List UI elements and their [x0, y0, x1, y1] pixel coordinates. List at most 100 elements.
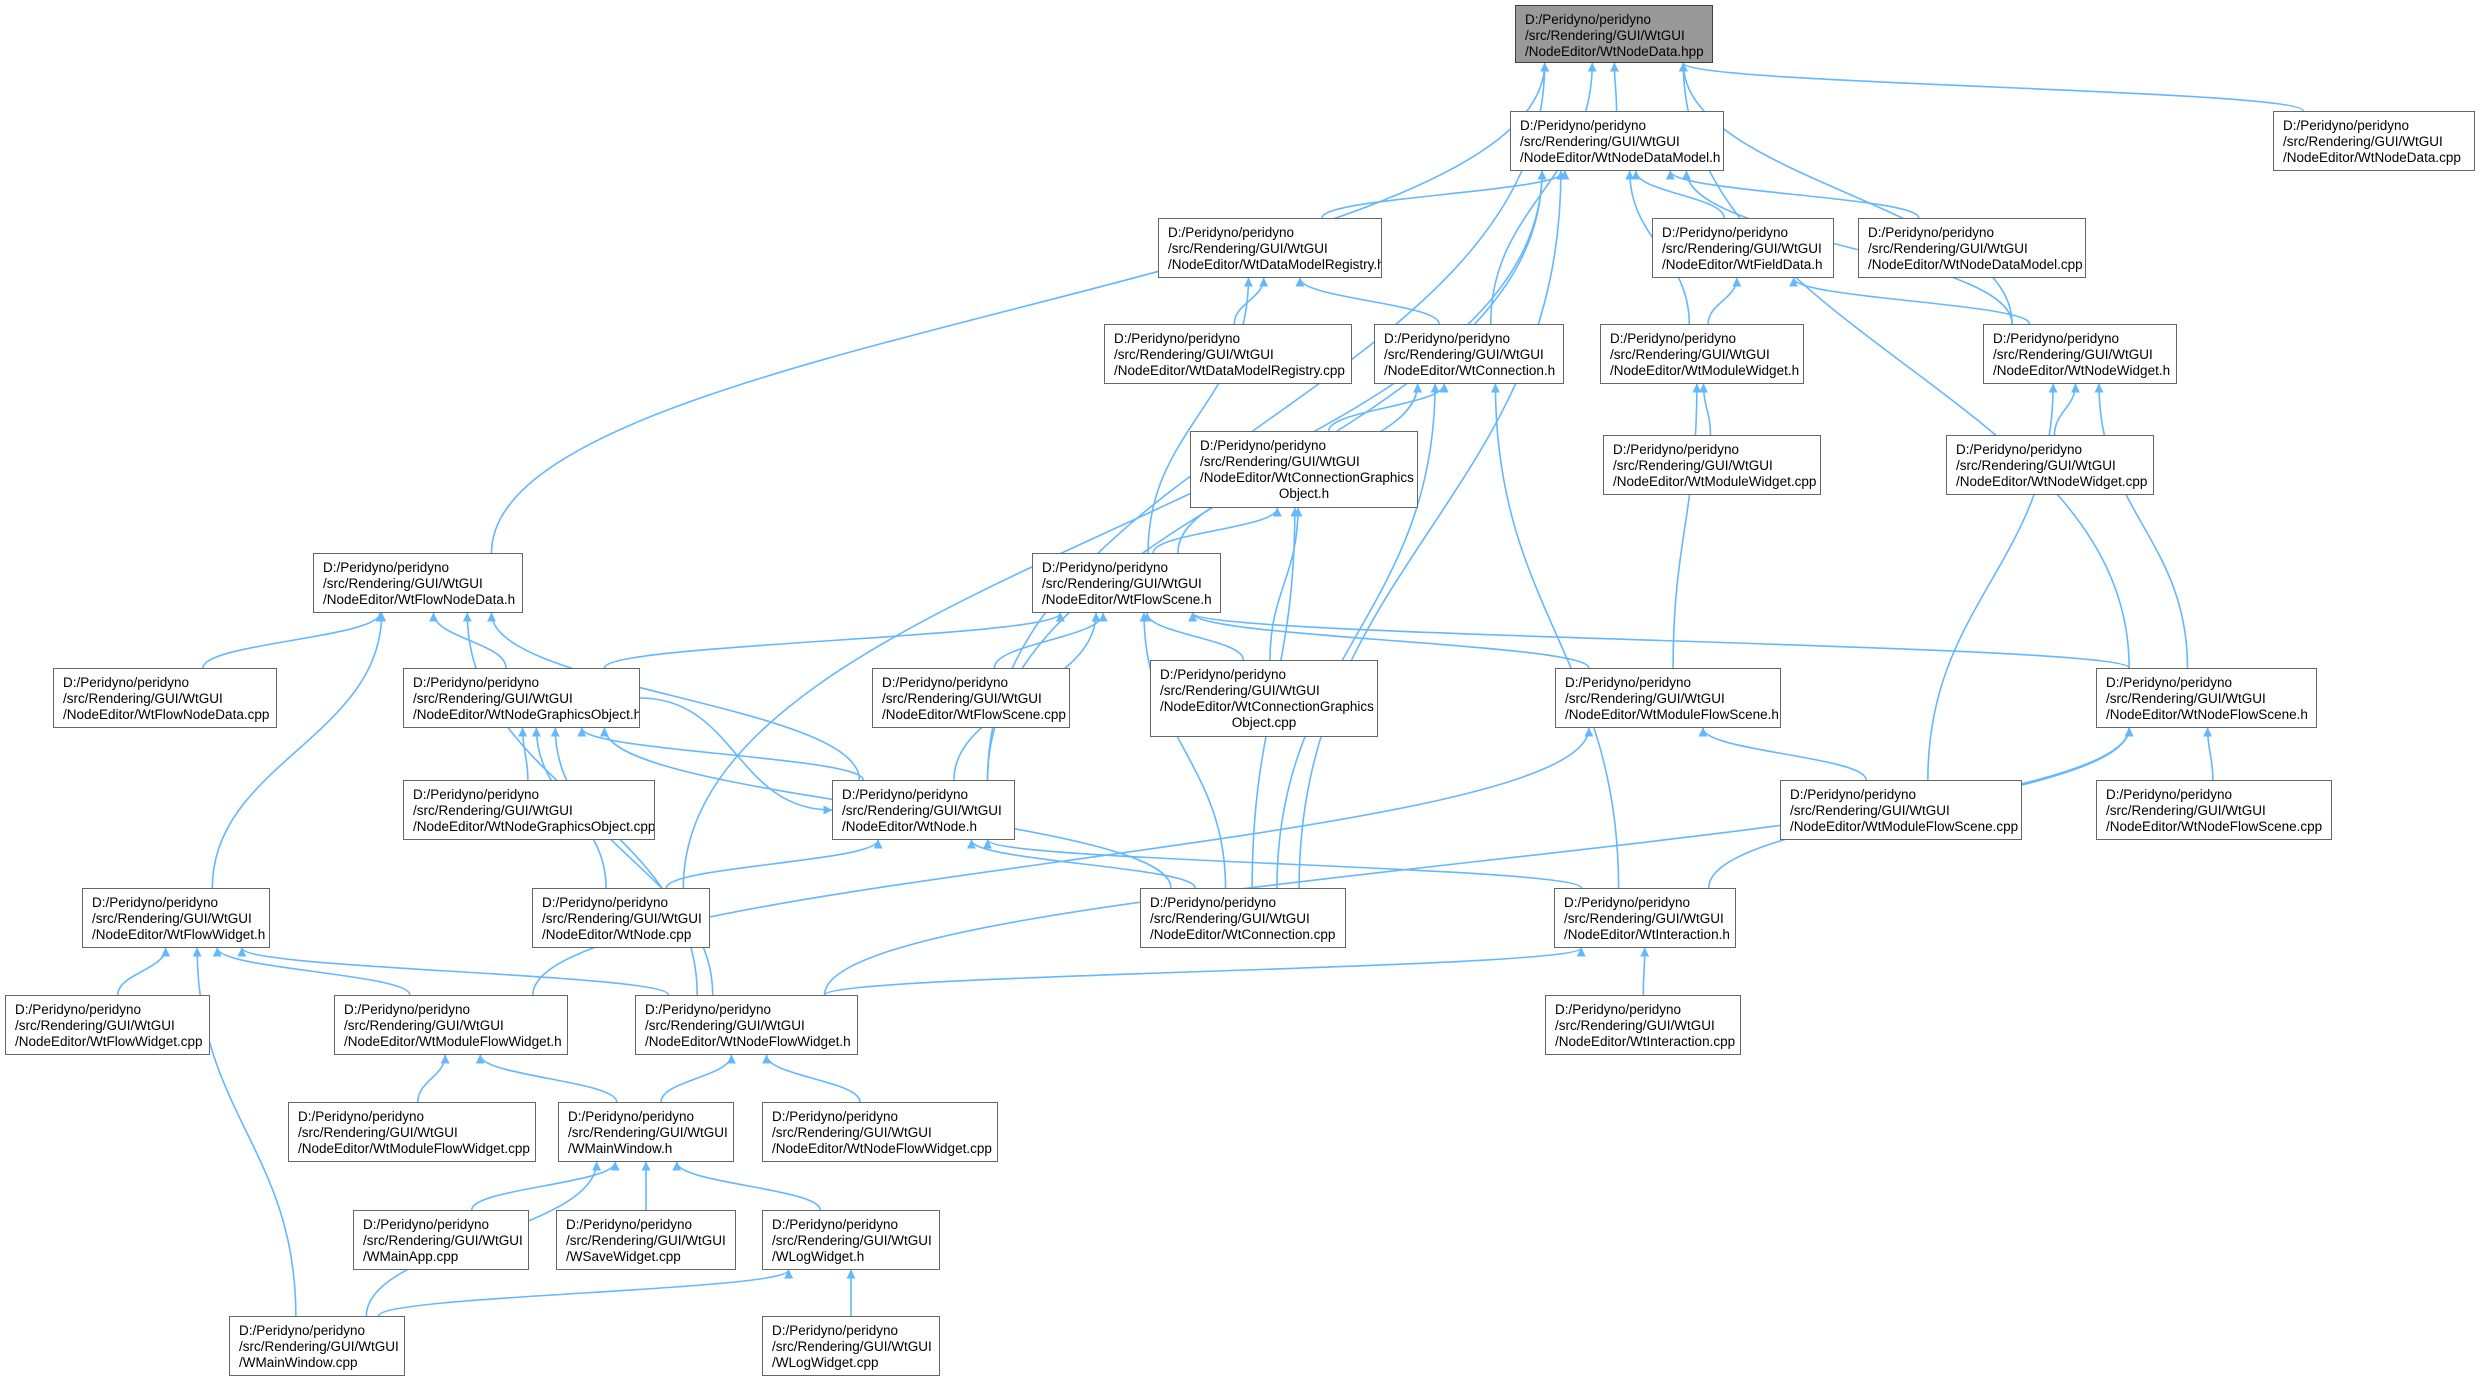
node-label-line: /src/Rendering/GUI/WtGUI [1790, 803, 1950, 818]
node-label-line: /NodeEditor/WtNodeFlowScene.h [2106, 707, 2308, 722]
node-wtmodulewidget-cpp[interactable]: D:/Peridyno/peridyno/src/Rendering/GUI/W… [1603, 435, 1821, 495]
node-label-line: /src/Rendering/GUI/WtGUI [568, 1125, 728, 1140]
edge-interaction_cpp-to-interaction_h [1640, 947, 1650, 996]
edge-modulewidget_h-to-fielddata_h [1707, 277, 1742, 325]
node-wtnodegraphicsobject-cpp[interactable]: D:/Peridyno/peridyno/src/Rendering/GUI/W… [403, 780, 655, 840]
edge-flowscene_cpp-to-flowscene_h [993, 612, 1108, 669]
node-wtnode-h[interactable]: D:/Peridyno/peridyno/src/Rendering/GUI/W… [832, 780, 1015, 840]
node-wlogwidget-h[interactable]: D:/Peridyno/peridyno/src/Rendering/GUI/W… [762, 1210, 940, 1270]
node-wmainapp-cpp[interactable]: D:/Peridyno/peridyno/src/Rendering/GUI/W… [353, 1210, 529, 1270]
edge-node_h-to-ngo_h [577, 727, 864, 781]
node-wtmoduleflowscene-cpp[interactable]: D:/Peridyno/peridyno/src/Rendering/GUI/W… [1780, 780, 2022, 840]
node-label-line: /WMainWindow.cpp [239, 1355, 358, 1370]
node-label-line: /src/Rendering/GUI/WtGUI [1610, 347, 1770, 362]
node-wtnodedata-cpp[interactable]: D:/Peridyno/peridyno/src/Rendering/GUI/W… [2273, 111, 2475, 171]
node-label-line: /NodeEditor/WtModuleWidget.h [1610, 363, 1800, 378]
node-label-line: /src/Rendering/GUI/WtGUI [772, 1233, 932, 1248]
node-wtinteraction-cpp[interactable]: D:/Peridyno/peridyno/src/Rendering/GUI/W… [1545, 995, 1741, 1055]
node-wtnodedata-hpp[interactable]: D:/Peridyno/peridyno/src/Rendering/GUI/W… [1515, 5, 1713, 63]
node-wtnodeflowwidget-h[interactable]: D:/Peridyno/peridyno/src/Rendering/GUI/W… [635, 995, 858, 1055]
node-label-line: /src/Rendering/GUI/WtGUI [1662, 241, 1822, 256]
node-label-line: /NodeEditor/WtNodeData.hpp [1525, 44, 1704, 59]
edge-mainwindow_cpp-to-flowwidget_h [192, 947, 297, 1317]
node-wtmoduleflowwidget-cpp[interactable]: D:/Peridyno/peridyno/src/Rendering/GUI/W… [288, 1102, 536, 1162]
node-label-line: /src/Rendering/GUI/WtGUI [1114, 347, 1274, 362]
node-wtdatamodelregistry-cpp[interactable]: D:/Peridyno/peridyno/src/Rendering/GUI/W… [1104, 324, 1352, 384]
node-label-line: D:/Peridyno/peridyno [566, 1217, 693, 1232]
node-wtnodewidget-h[interactable]: D:/Peridyno/peridyno/src/Rendering/GUI/W… [1983, 324, 2177, 384]
node-label-line: /src/Rendering/GUI/WtGUI [645, 1018, 805, 1033]
node-wlogwidget-cpp[interactable]: D:/Peridyno/peridyno/src/Rendering/GUI/W… [762, 1316, 940, 1376]
edge-flowscene_h-to-registry_h [1147, 277, 1253, 554]
node-wtflowscene-cpp[interactable]: D:/Peridyno/peridyno/src/Rendering/GUI/W… [872, 668, 1070, 728]
node-label-line: /WLogWidget.cpp [772, 1355, 879, 1370]
node-label-line: /NodeEditor/WtConnectionGraphics [1200, 470, 1414, 485]
node-label-line: D:/Peridyno/peridyno [1200, 438, 1327, 453]
node-label-line: D:/Peridyno/peridyno [772, 1323, 899, 1338]
node-label-line: /NodeEditor/WtModuleFlowWidget.h [344, 1034, 562, 1049]
edge-flownodedata_h-to-root [490, 62, 1550, 554]
node-label-line: D:/Peridyno/peridyno [1564, 895, 1691, 910]
node-label-line: D:/Peridyno/peridyno [1160, 667, 1287, 682]
node-label-line: /NodeEditor/WtModuleFlowScene.cpp [1790, 819, 2019, 834]
node-wtflowwidget-cpp[interactable]: D:/Peridyno/peridyno/src/Rendering/GUI/W… [5, 995, 210, 1055]
node-wtflowwidget-h[interactable]: D:/Peridyno/peridyno/src/Rendering/GUI/W… [82, 888, 270, 948]
node-label-line: /src/Rendering/GUI/WtGUI [298, 1125, 458, 1140]
node-label-line: D:/Peridyno/peridyno [2106, 787, 2233, 802]
node-label-line: /src/Rendering/GUI/WtGUI [1168, 241, 1328, 256]
node-wtnodeflowscene-cpp[interactable]: D:/Peridyno/peridyno/src/Rendering/GUI/W… [2096, 780, 2332, 840]
node-wtconnection-cpp[interactable]: D:/Peridyno/peridyno/src/Rendering/GUI/W… [1140, 888, 1346, 948]
node-wmainwindow-cpp[interactable]: D:/Peridyno/peridyno/src/Rendering/GUI/W… [229, 1316, 405, 1376]
edge-nodewidget_h-to-ndmodel_h [1681, 170, 2013, 325]
node-wtnodeflowscene-h[interactable]: D:/Peridyno/peridyno/src/Rendering/GUI/W… [2096, 668, 2317, 728]
node-wtmoduleflowwidget-h[interactable]: D:/Peridyno/peridyno/src/Rendering/GUI/W… [334, 995, 568, 1055]
node-label-line: /NodeEditor/WtModuleFlowWidget.cpp [298, 1141, 530, 1156]
node-wsavewidget-cpp[interactable]: D:/Peridyno/peridyno/src/Rendering/GUI/W… [556, 1210, 736, 1270]
node-wtnode-cpp[interactable]: D:/Peridyno/peridyno/src/Rendering/GUI/W… [532, 888, 710, 948]
edge-connection_cpp-to-flowscene_h [1139, 612, 1227, 889]
node-label-line: /NodeEditor/WtInteraction.cpp [1555, 1034, 1736, 1049]
node-wtnodegraphicsobject-h[interactable]: D:/Peridyno/peridyno/src/Rendering/GUI/W… [403, 668, 640, 728]
node-wtflownodedata-h[interactable]: D:/Peridyno/peridyno/src/Rendering/GUI/W… [313, 553, 523, 613]
node-wtflowscene-h[interactable]: D:/Peridyno/peridyno/src/Rendering/GUI/W… [1032, 553, 1221, 613]
node-wtnodedatamodel-cpp[interactable]: D:/Peridyno/peridyno/src/Rendering/GUI/W… [1858, 218, 2086, 278]
edge-ngo_h-to-node_h [639, 697, 833, 815]
node-wtconnectiongraphicsobject-cpp[interactable]: D:/Peridyno/peridyno/src/Rendering/GUI/W… [1150, 660, 1378, 737]
node-wtdatamodelregistry-h[interactable]: D:/Peridyno/peridyno/src/Rendering/GUI/W… [1158, 218, 1382, 278]
node-label-line: /src/Rendering/GUI/WtGUI [1384, 347, 1544, 362]
node-wtnodeflowwidget-cpp[interactable]: D:/Peridyno/peridyno/src/Rendering/GUI/W… [762, 1102, 998, 1162]
node-wtfielddata-h[interactable]: D:/Peridyno/peridyno/src/Rendering/GUI/W… [1652, 218, 1834, 278]
node-wtinteraction-h[interactable]: D:/Peridyno/peridyno/src/Rendering/GUI/W… [1554, 888, 1736, 948]
edge-cgo_h-to-connection_h [1327, 383, 1449, 432]
node-label-line: /NodeEditor/WtInteraction.h [1564, 927, 1730, 942]
node-label-line: /WLogWidget.h [772, 1249, 865, 1264]
node-label-line: D:/Peridyno/peridyno [1555, 1002, 1682, 1017]
edge-nodeflowscene_h-to-flowscene_h [1188, 612, 2130, 669]
node-wtconnectiongraphicsobject-h[interactable]: D:/Peridyno/peridyno/src/Rendering/GUI/W… [1190, 431, 1418, 508]
node-label-line: /src/Rendering/GUI/WtGUI [239, 1339, 399, 1354]
node-label-line: /NodeEditor/WtDataModelRegistry.cpp [1114, 363, 1345, 378]
node-wtmodulewidget-h[interactable]: D:/Peridyno/peridyno/src/Rendering/GUI/W… [1600, 324, 1804, 384]
node-wtflownodedata-cpp[interactable]: D:/Peridyno/peridyno/src/Rendering/GUI/W… [53, 668, 277, 728]
node-label-line: D:/Peridyno/peridyno [1042, 560, 1169, 575]
node-wtnodedatamodel-h[interactable]: D:/Peridyno/peridyno/src/Rendering/GUI/W… [1510, 111, 1724, 171]
node-label-line: /NodeEditor/WtNode.cpp [542, 927, 692, 942]
node-wtconnection-h[interactable]: D:/Peridyno/peridyno/src/Rendering/GUI/W… [1374, 324, 1564, 384]
edge-nodewidget_cpp-to-nodewidget_h [2053, 383, 2080, 436]
node-wtnodewidget-cpp[interactable]: D:/Peridyno/peridyno/src/Rendering/GUI/W… [1946, 435, 2154, 495]
node-label-line: /NodeEditor/WtFlowNodeData.cpp [63, 707, 270, 722]
node-wtmoduleflowscene-h[interactable]: D:/Peridyno/peridyno/src/Rendering/GUI/W… [1555, 668, 1781, 728]
node-label-line: D:/Peridyno/peridyno [2283, 118, 2410, 133]
node-label-line: /src/Rendering/GUI/WtGUI [1042, 576, 1202, 591]
edge-flowwidget_h-to-flownodedata_h [211, 612, 387, 889]
node-label-line: D:/Peridyno/peridyno [1114, 331, 1241, 346]
node-wmainwindow-h[interactable]: D:/Peridyno/peridyno/src/Rendering/GUI/W… [558, 1102, 734, 1162]
edge-connection_cpp-to-node_h [967, 839, 1196, 889]
edge-mainwindow_h-to-nodeflowwidget_h [660, 1054, 736, 1103]
node-label-line: /src/Rendering/GUI/WtGUI [1555, 1018, 1715, 1033]
edge-nodeflowwidget_cpp-to-nodeflowwidget_h [762, 1054, 861, 1103]
node-label-line: D:/Peridyno/peridyno [298, 1109, 425, 1124]
node-label-line: /src/Rendering/GUI/WtGUI [1564, 911, 1724, 926]
node-label-line: /src/Rendering/GUI/WtGUI [413, 803, 573, 818]
